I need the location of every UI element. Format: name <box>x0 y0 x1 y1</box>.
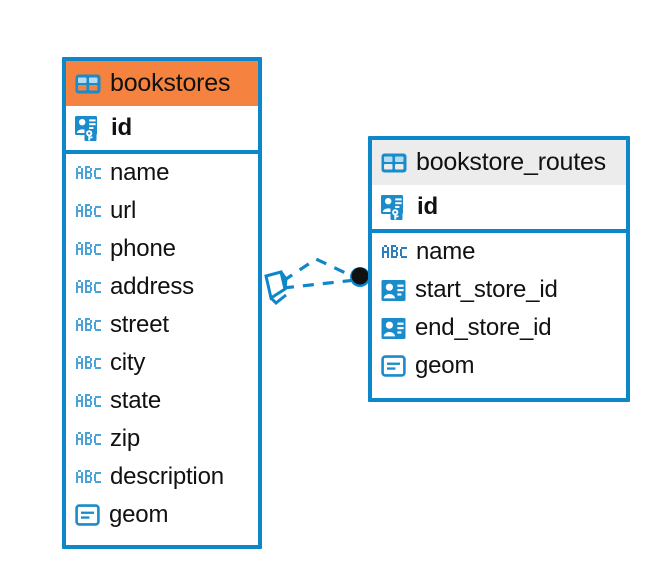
relationship-line-upper <box>282 257 357 283</box>
abc-text-icon <box>75 469 101 485</box>
field-row-name[interactable]: name <box>66 154 258 192</box>
field-row-name[interactable]: name <box>372 233 626 271</box>
field-label: address <box>110 273 194 300</box>
abc-text-icon <box>75 203 101 219</box>
field-row-geom[interactable]: geom <box>66 496 258 534</box>
relationship-target-marker <box>350 267 370 287</box>
field-label: geom <box>109 501 169 528</box>
geometry-icon <box>75 504 100 526</box>
abc-text-icon <box>75 355 101 371</box>
abc-text-icon <box>75 241 101 257</box>
field-label: street <box>110 311 169 338</box>
abc-text-icon <box>75 317 101 333</box>
table-icon <box>381 153 407 173</box>
primary-key-icon <box>381 194 408 221</box>
entity-title: bookstores <box>110 69 231 97</box>
field-label: start_store_id <box>415 276 558 303</box>
field-label: id <box>111 114 132 141</box>
primary-key-separator <box>66 150 258 154</box>
entity-title: bookstore_routes <box>416 148 606 176</box>
field-row-city[interactable]: city <box>66 344 258 382</box>
field-row-geom[interactable]: geom <box>372 347 626 385</box>
field-label: city <box>110 349 146 376</box>
field-row-id[interactable]: id <box>372 185 626 229</box>
field-label: end_store_id <box>415 314 552 341</box>
field-row-address[interactable]: address <box>66 268 258 306</box>
abc-text-icon <box>75 431 101 447</box>
relationship-line-lower <box>282 278 357 290</box>
field-label: state <box>110 387 162 414</box>
relationship-source-marker <box>264 270 288 306</box>
field-row-description[interactable]: description <box>66 458 258 496</box>
entity-header-bookstores[interactable]: bookstores <box>66 61 258 106</box>
table-icon <box>75 74 101 94</box>
abc-text-icon <box>75 165 101 181</box>
entity-bookstore-routes[interactable]: bookstore_routes <box>368 136 630 402</box>
field-row-street[interactable]: street <box>66 306 258 344</box>
field-row-id[interactable]: id <box>66 106 258 150</box>
field-row-zip[interactable]: zip <box>66 420 258 458</box>
primary-key-separator <box>372 229 626 233</box>
entity-bookstores[interactable]: bookstores <box>62 57 262 549</box>
field-row-phone[interactable]: phone <box>66 230 258 268</box>
abc-text-icon <box>75 393 101 409</box>
primary-key-icon <box>75 115 102 142</box>
field-label: id <box>417 193 438 220</box>
field-label: phone <box>110 235 176 262</box>
field-label: description <box>110 463 224 490</box>
field-row-start-store-id[interactable]: start_store_id <box>372 271 626 309</box>
field-label: name <box>416 238 476 265</box>
field-row-url[interactable]: url <box>66 192 258 230</box>
foreign-key-icon <box>381 278 406 303</box>
field-label: name <box>110 159 170 186</box>
geometry-icon <box>381 355 406 377</box>
abc-text-icon <box>75 279 101 295</box>
foreign-key-icon <box>381 316 406 341</box>
field-label: url <box>110 197 137 224</box>
field-label: geom <box>415 352 475 379</box>
field-label: zip <box>110 425 141 452</box>
entity-header-bookstore-routes[interactable]: bookstore_routes <box>372 140 626 185</box>
field-row-end-store-id[interactable]: end_store_id <box>372 309 626 347</box>
abc-text-icon <box>381 244 407 260</box>
field-row-state[interactable]: state <box>66 382 258 420</box>
